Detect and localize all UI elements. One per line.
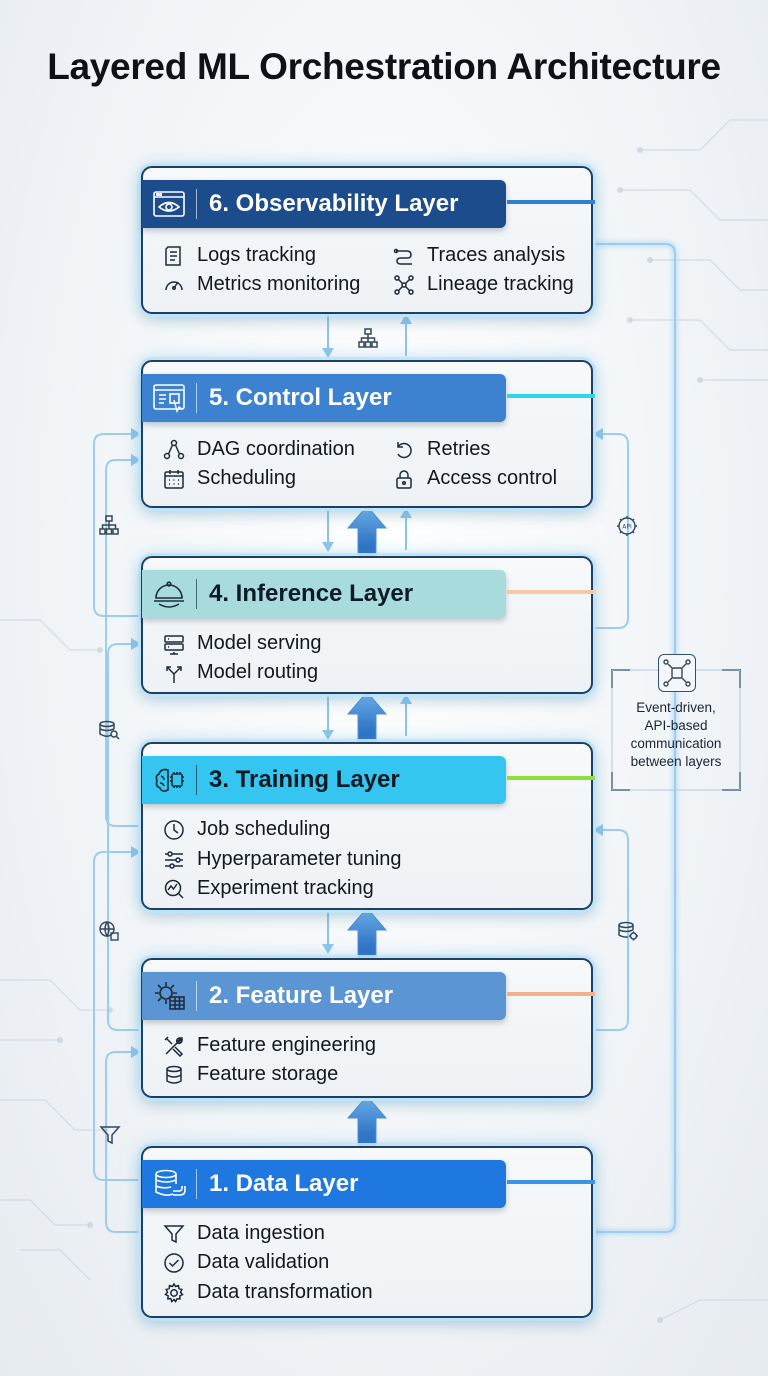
gauge-icon [165,280,183,290]
callout-line: communication [630,736,722,751]
layer-title: 2. Feature Layer [209,982,394,1009]
filter-icon [99,1126,121,1145]
tools-icon [164,1035,184,1057]
database-search-icon [99,720,120,740]
database-icon [166,1065,182,1084]
dag-icon [163,439,185,459]
list-item: Traces analysis [393,244,565,267]
control-layer-card: 5. Control Layer DAG coordination Retrie… [141,360,595,508]
network-chip-icon [658,654,696,692]
serving-cloche-icon [154,581,184,608]
list-item: Model routing [163,661,318,684]
callout-line: Event-driven, [636,700,716,715]
lock-icon [396,469,412,489]
list-item: Retries [393,438,490,461]
callout-line: API-based [644,718,708,733]
list-item: Access control [393,467,557,490]
globe-database-icon [99,921,119,941]
experiment-icon [164,879,184,899]
layer-header: 4. Inference Layer [142,570,506,618]
retry-icon [397,441,412,458]
calendar-icon [164,469,184,489]
layer-title: 3. Training Layer [209,766,400,793]
layer-accent-line [507,590,595,594]
layer-header: 3. Training Layer [142,756,506,804]
observability-layer-card: 6. Observability Layer Logs tracking Tra… [141,166,595,314]
callout-line: between layers [630,754,722,769]
lineage-icon [394,274,414,295]
layer-accent-line [507,992,595,996]
check-icon [164,1252,184,1273]
layer-title: 6. Observability Layer [209,190,459,217]
list-item: DAG coordination [163,438,355,461]
page-title: Layered ML Orchestration Architecture [47,46,721,87]
list-item: Scheduling [163,467,296,490]
server-icon [164,634,184,655]
list-item: Data ingestion [163,1222,325,1245]
layer-accent-line [507,394,595,398]
list-item: Metrics monitoring [163,273,360,296]
list-item: Hyperparameter tuning [163,848,402,871]
list-item: Experiment tracking [163,877,374,900]
communication-callout: Event-driven, API-based communication be… [610,654,742,792]
layer-header: 6. Observability Layer [142,180,506,228]
data-layer-card: 1. Data Layer Data ingestion Data valida… [141,1146,595,1318]
api-gear-icon: API [617,516,637,536]
layer-title: 4. Inference Layer [209,580,414,607]
svg-text:API: API [622,524,632,531]
layer-title: 1. Data Layer [209,1170,359,1197]
layer-header: 5. Control Layer [142,374,506,422]
monitor-eye-icon [153,191,185,217]
layer-header: 2. Feature Layer [142,972,506,1020]
feature-layer-card: 2. Feature Layer Feature engineering Fea… [141,958,595,1098]
brain-chip-icon [155,768,184,792]
hierarchy-icon [99,515,119,535]
list-item: Data validation [163,1251,329,1274]
layer-accent-line [507,1180,595,1184]
layer-accent-line [507,776,595,780]
inference-layer-card: 4. Inference Layer Model serving Model r… [141,556,595,694]
routing-icon [166,665,182,683]
database-gear-icon [618,921,638,941]
list-item: Logs tracking [163,244,316,267]
clock-icon [164,819,184,840]
control-panel-icon [153,384,185,413]
layer-header: 1. Data Layer [142,1160,506,1208]
list-item: Job scheduling [163,818,330,841]
sliders-icon [165,850,183,869]
hierarchy-icon [358,328,378,348]
database-pipe-icon [155,1169,186,1196]
layer-accent-line [507,200,595,204]
gear-icon [164,1282,184,1303]
layer-title: 5. Control Layer [209,384,392,411]
trace-icon [393,248,412,265]
log-icon [165,245,181,266]
filter-icon [163,1224,185,1243]
list-item: Model serving [163,632,322,655]
gear-table-icon [155,982,185,1010]
list-item: Lineage tracking [393,273,574,296]
list-item: Feature storage [163,1063,338,1086]
training-layer-card: 3. Training Layer Job scheduling Hyperpa… [141,742,595,910]
list-item: Data transformation [163,1281,373,1304]
list-item: Feature engineering [163,1034,376,1057]
